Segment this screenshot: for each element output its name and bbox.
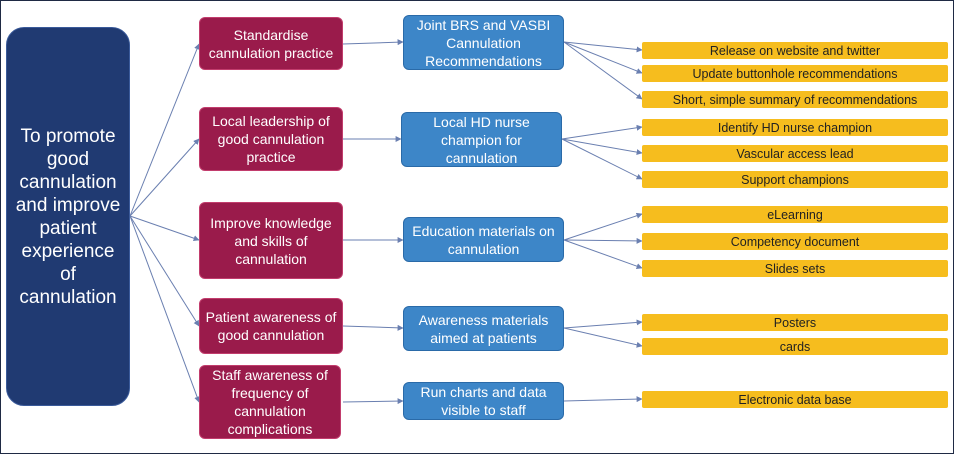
connector-arrow	[563, 41, 643, 53]
connector-arrow	[129, 43, 200, 217]
connector-arrow	[563, 237, 643, 244]
connector-arrow	[563, 319, 643, 329]
change-idea-box: Awareness materials aimed at patients	[403, 306, 564, 351]
action-box: Posters	[642, 314, 948, 331]
change-idea-label: Education materials on cannulation	[412, 222, 555, 257]
connector-arrow	[129, 215, 200, 242]
primary-aim-text: To promote good cannulation and improve …	[15, 125, 121, 308]
driver-box: Patient awareness of good cannulation	[199, 298, 343, 354]
driver-box: Improve knowledge and skills of cannulat…	[199, 202, 343, 279]
action-box: Support champions	[642, 171, 948, 188]
connector-arrow	[561, 138, 643, 180]
driver-label: Improve knowledge and skills of cannulat…	[210, 214, 332, 267]
change-idea-label: Awareness materials aimed at patients	[418, 311, 549, 346]
change-idea-box: Run charts and data visible to staff	[403, 382, 564, 420]
action-label: Posters	[773, 315, 817, 330]
change-idea-label: Joint BRS and VASBI Cannulation Recommen…	[416, 16, 551, 69]
driver-label: Local leadership of good cannulation pra…	[212, 113, 330, 165]
connector-arrow	[129, 215, 200, 327]
connector-arrow	[563, 327, 643, 348]
action-label: Short, simple summary of recommendations	[672, 92, 918, 107]
primary-aim-box: To promote good cannulation and improve …	[6, 27, 130, 406]
action-box: Release on website and twitter	[642, 42, 948, 59]
connector-arrow	[129, 138, 200, 217]
connector-arrow	[342, 324, 404, 331]
action-label: cards	[779, 339, 811, 354]
driver-box: Staff awareness of frequency of cannulat…	[199, 365, 341, 439]
change-idea-box: Joint BRS and VASBI Cannulation Recommen…	[403, 15, 564, 70]
change-idea-label: Run charts and data visible to staff	[420, 384, 547, 418]
connector-arrow	[563, 239, 643, 269]
action-label: Identify HD nurse champion	[717, 120, 873, 135]
driver-label: Staff awareness of frequency of cannulat…	[212, 367, 328, 437]
action-label: Support champions	[741, 172, 849, 187]
action-box: Update buttonhole recommendations	[642, 65, 948, 82]
connector-arrow	[563, 41, 643, 74]
driver-box: Local leadership of good cannulation pra…	[199, 107, 343, 171]
connector-arrow	[342, 39, 404, 46]
connector-arrow	[561, 124, 643, 140]
action-box: Competency document	[642, 233, 948, 250]
action-label: Electronic data base	[738, 392, 852, 407]
connector-arrow	[563, 212, 643, 241]
action-box: cards	[642, 338, 948, 355]
connector-arrow	[561, 138, 643, 156]
action-label: eLearning	[767, 207, 823, 222]
action-label: Update buttonhole recommendations	[692, 66, 898, 81]
action-label: Release on website and twitter	[709, 43, 881, 58]
action-box: Short, simple summary of recommendations	[642, 91, 948, 108]
driver-label: Standardise cannulation practice	[208, 26, 334, 61]
action-label: Vascular access lead	[736, 146, 854, 161]
connector-arrow	[563, 41, 643, 100]
change-idea-label: Local HD nurse champion for cannulation	[433, 113, 530, 166]
action-box: eLearning	[642, 206, 948, 223]
connector-arrow	[129, 215, 200, 403]
connector-arrow	[342, 398, 404, 405]
action-label: Competency document	[730, 234, 860, 249]
action-box: Slides sets	[642, 260, 948, 277]
action-box: Identify HD nurse champion	[642, 119, 948, 136]
action-label: Slides sets	[764, 261, 826, 276]
change-idea-box: Local HD nurse champion for cannulation	[401, 112, 562, 167]
connector-arrow	[563, 396, 643, 403]
action-box: Electronic data base	[642, 391, 948, 408]
change-idea-box: Education materials on cannulation	[403, 217, 564, 262]
action-box: Vascular access lead	[642, 145, 948, 162]
driver-box: Standardise cannulation practice	[199, 17, 343, 70]
driver-label: Patient awareness of good cannulation	[205, 309, 337, 343]
